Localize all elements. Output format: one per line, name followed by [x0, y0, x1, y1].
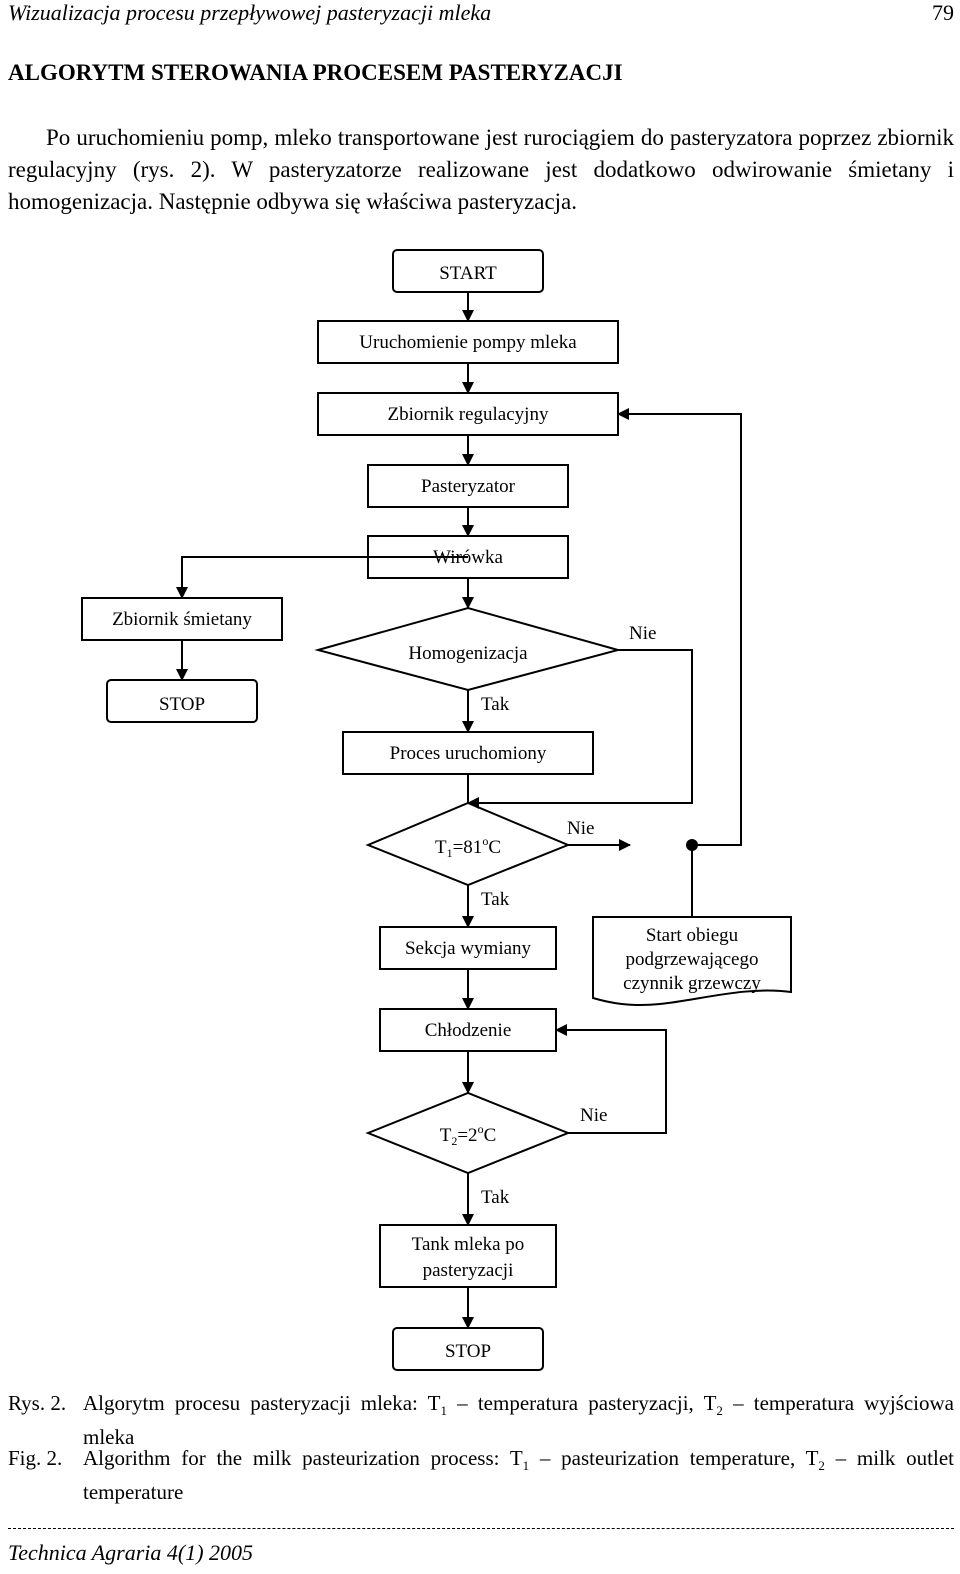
caption-pl-part2: – temperatura pasteryzacji, T [447, 1391, 717, 1415]
caption-en-sub2: 2 [818, 1458, 825, 1474]
caption-pl-sub1: 1 [440, 1403, 448, 1419]
regulating-tank-label: Zbiornik regulacyjny [388, 404, 549, 425]
exchange-section-label: Sekcja wymiany [405, 938, 532, 959]
heating-label-line3: czynnik grzewczy [623, 973, 761, 994]
heating-label-line2: podgrzewającego [626, 949, 759, 970]
journal-footer: Technica Agraria 4(1) 2005 [8, 1540, 254, 1565]
figure-caption-en: Fig. 2. Algorithm for the milk pasteuriz… [8, 1445, 954, 1505]
homogenization-yes-label: Tak [481, 694, 510, 715]
section-heading: ALGORYTM STEROWANIA PROCESEM PASTERYZACJ… [8, 60, 623, 85]
arrow-loop-to-regulating-tank [617, 408, 742, 846]
caption-en-part3: – milk outlet temperature [83, 1446, 954, 1505]
footer-divider [8, 1528, 954, 1529]
process-started-label: Proces uruchomiony [390, 743, 547, 764]
page-number: 79 [932, 0, 954, 25]
caption-en-sub1: 1 [522, 1458, 530, 1474]
caption-pl-part3: – temperatura wyjściowa mleka [83, 1391, 954, 1450]
pump-label: Uruchomienie pompy mleka [359, 332, 577, 353]
homogenization-no-label: Nie [629, 623, 656, 644]
caption-en-part1: Algorithm for the milk pasteurization pr… [83, 1446, 523, 1470]
caption-pl-text: Algorytm procesu pasteryzacji mleka: T1 … [83, 1390, 954, 1450]
stop-left-label: STOP [159, 694, 205, 715]
stop-bottom-label: STOP [445, 1341, 491, 1362]
t2-no-label: Nie [580, 1105, 607, 1126]
caption-pl-label: Rys. 2. [8, 1391, 67, 1415]
t1-no-label: Nie [567, 818, 594, 839]
intro-paragraph: Po uruchomieniu pomp, mleko transportowa… [8, 125, 954, 214]
caption-en-label: Fig. 2. [8, 1446, 63, 1470]
cream-tank-label: Zbiornik śmietany [112, 609, 252, 630]
arrow-homogenization-no-loop [467, 649, 693, 809]
t1-label: T1=81oC [435, 834, 501, 860]
t2-yes-label: Tak [481, 1187, 510, 1208]
caption-en-text: Algorithm for the milk pasteurization pr… [83, 1445, 954, 1505]
start-label: START [439, 263, 497, 284]
caption-pl-part1: Algorytm procesu pasteryzacji mleka: T [83, 1391, 441, 1415]
tank-label-line2: pasteryzacji [423, 1260, 514, 1281]
tank-label-line1: Tank mleka po [412, 1234, 525, 1255]
homogenization-label: Homogenizacja [408, 643, 528, 664]
caption-pl-sub2: 2 [716, 1403, 723, 1419]
centrifuge-label: Wirówka [433, 547, 503, 568]
heating-label-line1: Start obiegu [646, 925, 739, 946]
t2-label: T2=2oC [440, 1122, 497, 1148]
cooling-label: Chłodzenie [425, 1020, 512, 1041]
arrow-to-cream-tank [176, 556, 468, 599]
running-title: Wizualizacja procesu przepływowej paster… [8, 0, 492, 25]
t1-yes-label: Tak [481, 889, 510, 910]
figure-caption-pl: Rys. 2. Algorytm procesu pasteryzacji ml… [8, 1390, 954, 1450]
heating-circuit-box [592, 916, 792, 1007]
arrow-t2-no-loop [555, 1024, 667, 1134]
pasteurizer-label: Pasteryzator [421, 476, 516, 497]
junction-dot [686, 839, 698, 851]
caption-en-part2: – pasteurization temperature, T [529, 1446, 819, 1470]
